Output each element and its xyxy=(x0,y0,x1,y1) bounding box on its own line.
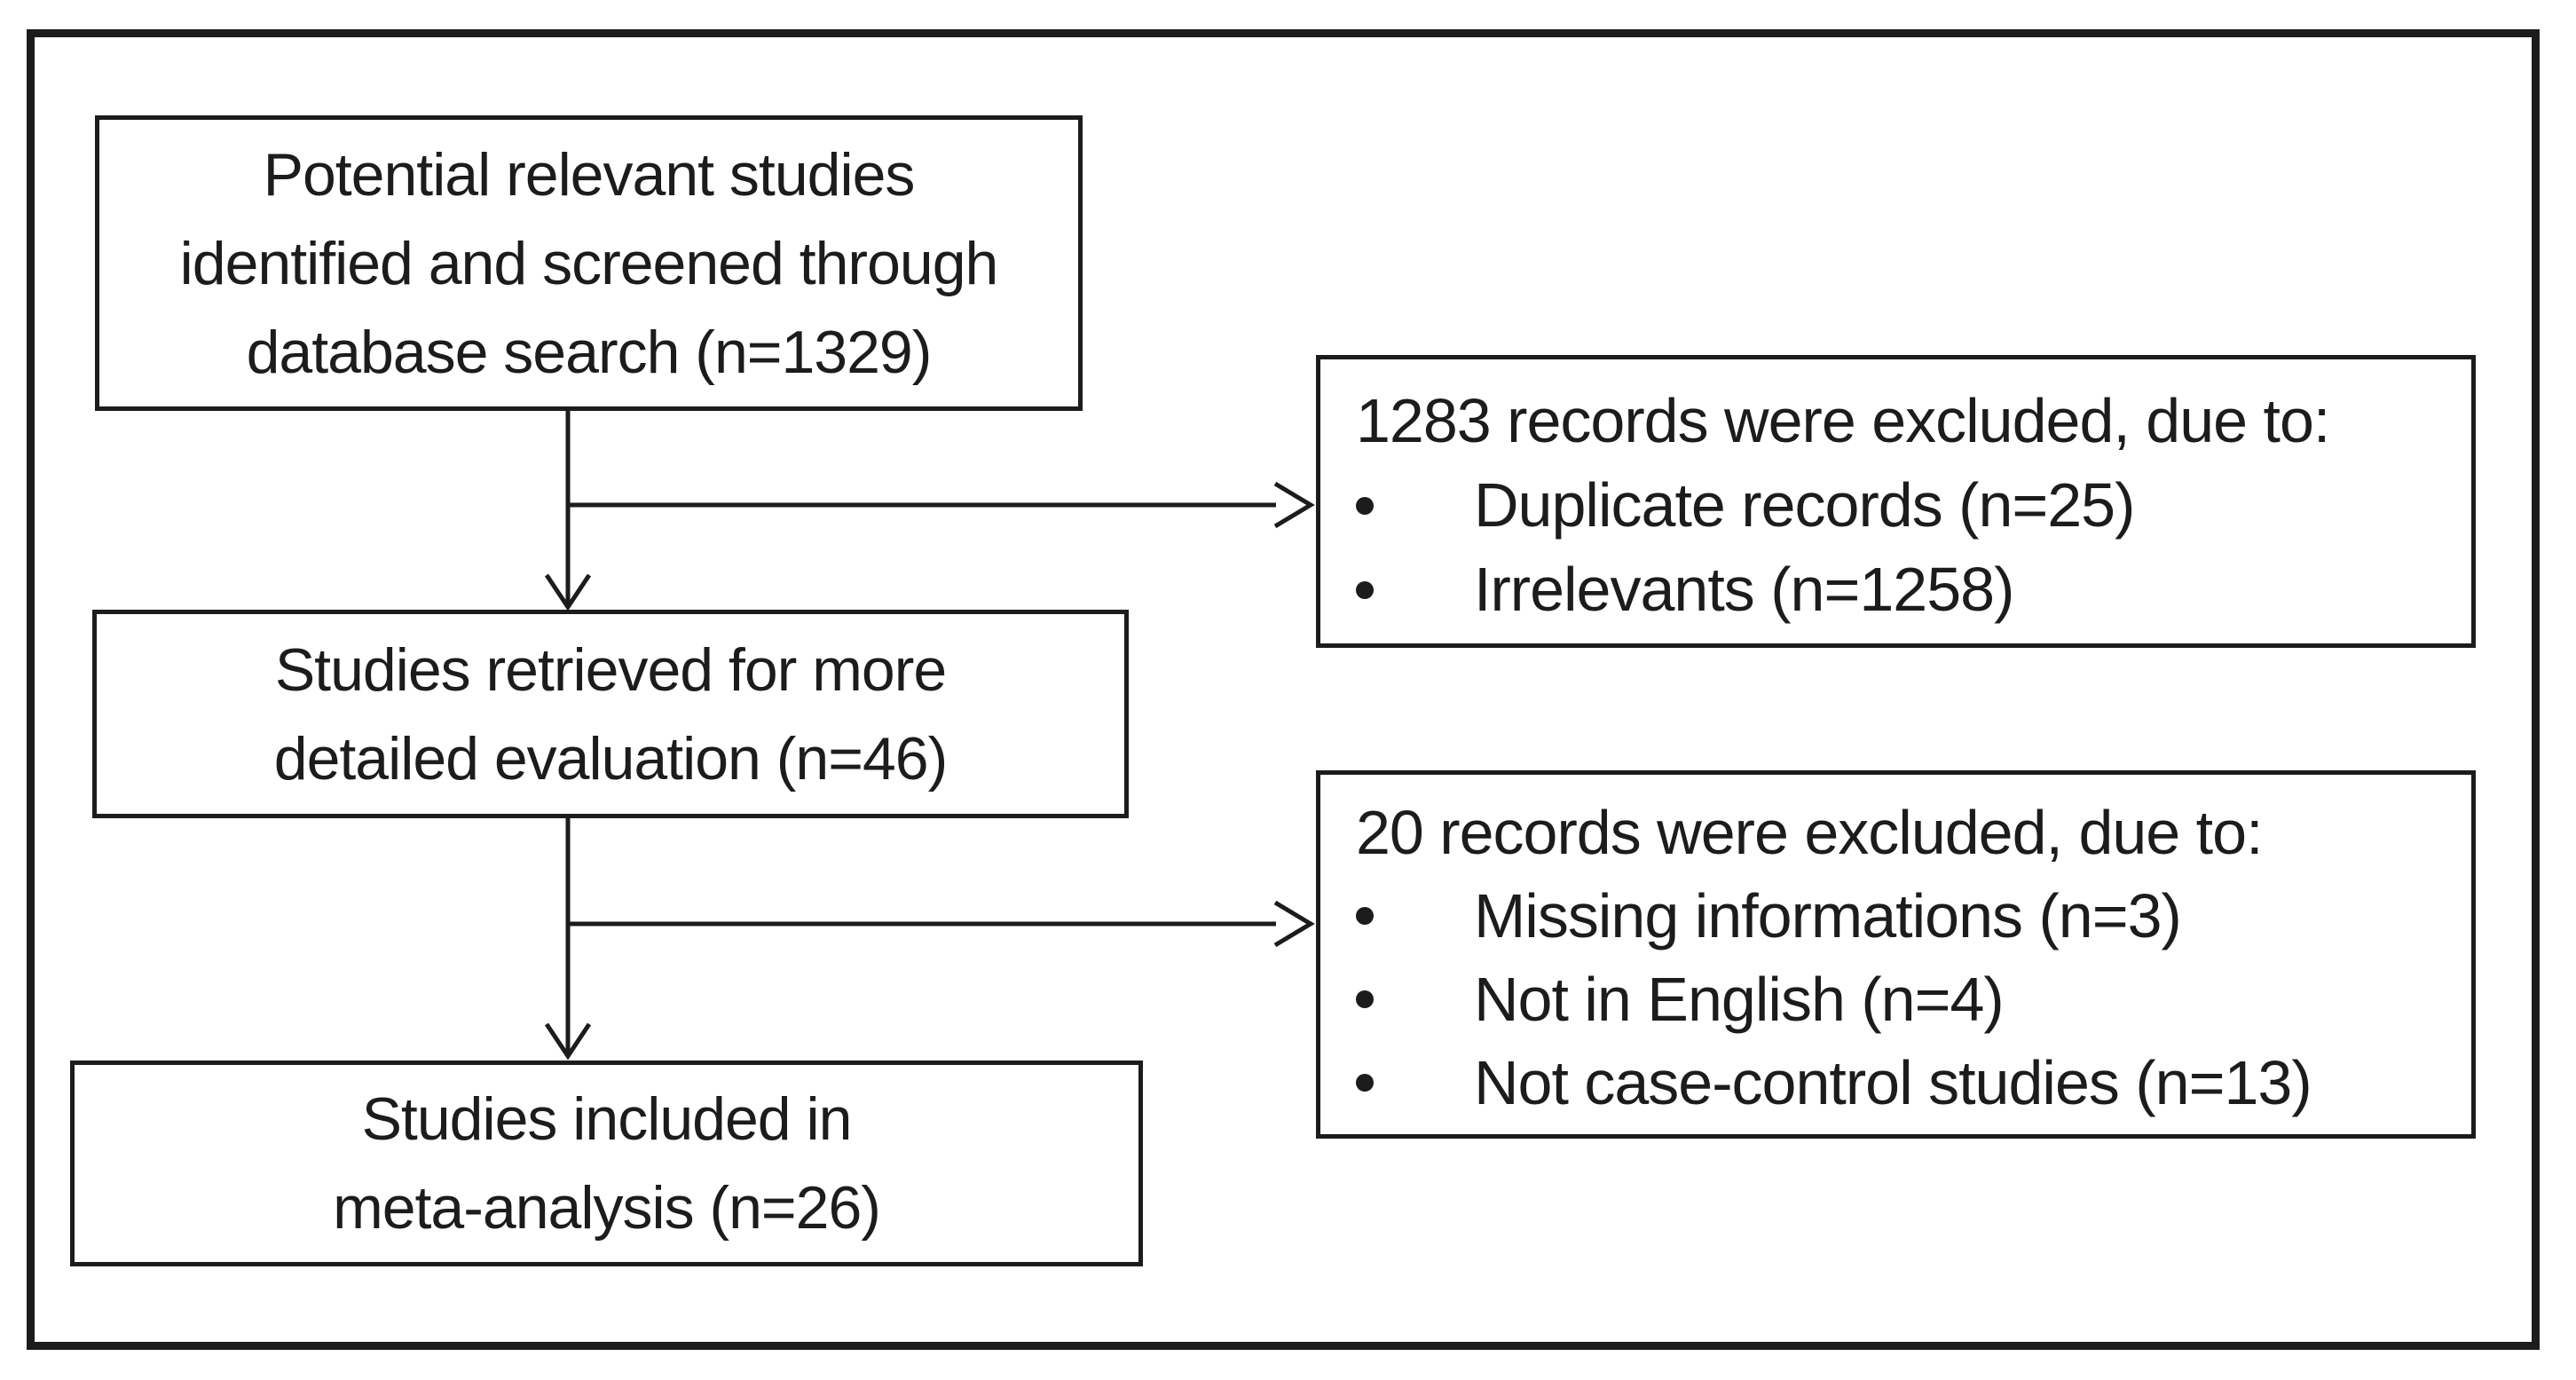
box-text-line: Potential relevant studies xyxy=(263,140,916,209)
bullet-icon xyxy=(1356,580,1374,599)
bullet-text: Missing informations (n=3) xyxy=(1474,881,2182,950)
bullet-icon xyxy=(1356,496,1374,515)
box-text-line: Studies included in xyxy=(361,1085,853,1153)
bullet-item: Not case-control studies (n=13) xyxy=(1356,1041,2454,1124)
bullet-text: Not case-control studies (n=13) xyxy=(1474,1048,2312,1117)
exclusion-reasons-list: Missing informations (n=3) Not in Englis… xyxy=(1356,874,2454,1124)
flow-box-included: Studies included in meta-analysis (n=26) xyxy=(70,1061,1143,1266)
bullet-icon xyxy=(1356,907,1374,925)
exclusion-title: 1283 records were excluded, due to: xyxy=(1356,386,2330,455)
bullet-item: Duplicate records (n=25) xyxy=(1356,463,2454,548)
box-text-line: meta-analysis (n=26) xyxy=(333,1174,881,1242)
bullet-item: Missing informations (n=3) xyxy=(1356,874,2454,958)
exclusion-title: 20 records were excluded, due to: xyxy=(1356,798,2264,867)
flow-box-identified: Potential relevant studies identified an… xyxy=(95,115,1083,411)
bullet-icon xyxy=(1356,1074,1374,1092)
bullet-text: Not in English (n=4) xyxy=(1474,965,2005,1034)
box-text-line: detailed evaluation (n=46) xyxy=(273,724,948,793)
flow-box-excluded-screening: 1283 records were excluded, due to: Dupl… xyxy=(1316,355,2476,648)
bullet-text: Duplicate records (n=25) xyxy=(1474,470,2135,540)
exclusion-reasons-list: Duplicate records (n=25) Irrelevants (n=… xyxy=(1356,463,2454,632)
bullet-item: Not in English (n=4) xyxy=(1356,958,2454,1041)
bullet-icon xyxy=(1356,990,1374,1008)
bullet-item: Irrelevants (n=1258) xyxy=(1356,548,2454,632)
bullet-text: Irrelevants (n=1258) xyxy=(1474,555,2014,624)
box-text-line: Studies retrieved for more xyxy=(274,635,947,704)
flow-box-retrieved: Studies retrieved for more detailed eval… xyxy=(92,610,1129,818)
flow-box-excluded-evaluation: 20 records were excluded, due to: Missin… xyxy=(1316,770,2476,1139)
box-text-line: identified and screened through xyxy=(179,229,999,297)
box-text-line: database search (n=1329) xyxy=(246,318,933,386)
